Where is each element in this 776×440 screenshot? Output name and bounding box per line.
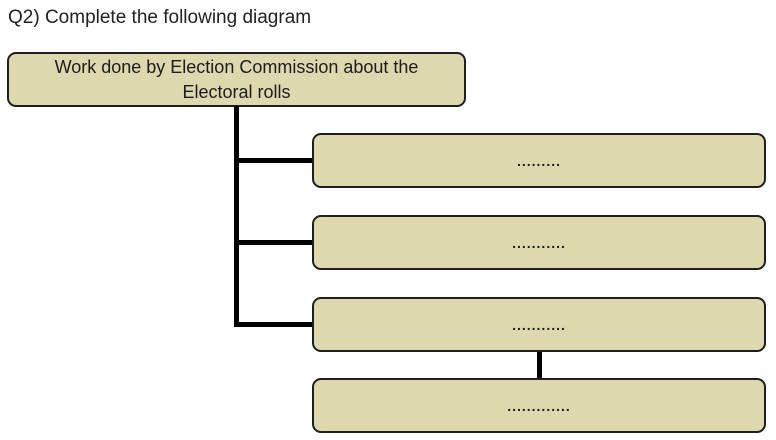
branch-line-3 <box>234 322 314 327</box>
root-box: Work done by Election Commission about t… <box>7 52 466 107</box>
root-box-text: Work done by Election Commission about t… <box>55 55 419 104</box>
answer-box-2: ........... <box>312 215 766 270</box>
branch-line-2 <box>234 240 314 245</box>
question-title: Q2) Complete the following diagram <box>8 7 312 28</box>
answer-box-3-blank: ........... <box>512 316 566 333</box>
branch-line-1 <box>234 158 314 163</box>
answer-box-1: ......... <box>312 133 766 188</box>
answer-box-1-blank: ......... <box>516 152 561 169</box>
answer-box-3: ........... <box>312 297 766 352</box>
answer-box-4-blank: ............. <box>507 397 571 414</box>
root-box-text-line2: Electoral rolls <box>182 81 291 102</box>
answer-box-4: ............. <box>312 378 766 433</box>
trunk-connector-line <box>234 106 239 327</box>
answer-box-2-blank: ........... <box>512 234 566 251</box>
root-box-text-line1: Work done by Election Commission about t… <box>54 57 419 78</box>
branch-line-4 <box>537 351 542 379</box>
